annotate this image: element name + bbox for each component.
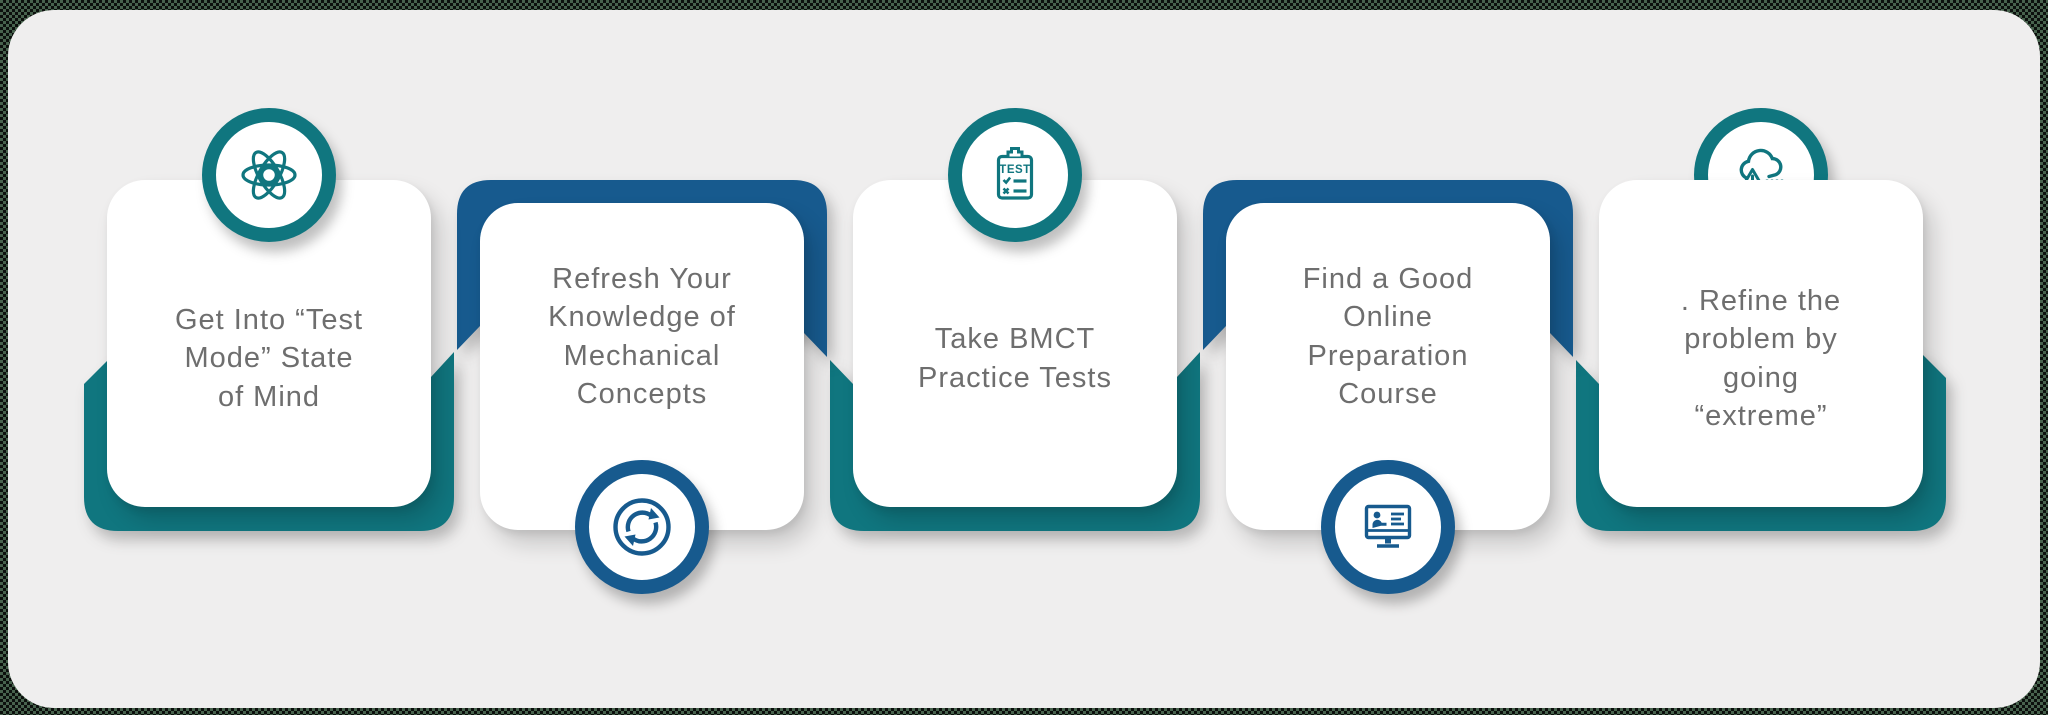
step-3-icon-badge: TEST — [948, 108, 1082, 242]
step-2-label: Refresh Your Knowledge of Mechanical Con… — [548, 262, 736, 411]
step-3-label: Take BMCT Practice Tests — [918, 323, 1112, 394]
step-5: . Refine the problem by going “extreme” — [1599, 0, 1923, 715]
step-4-label: Find a Good Online Preparation Course — [1302, 262, 1474, 411]
step-1-icon-badge — [202, 108, 336, 242]
step-4: Find a Good Online Preparation Course — [1226, 0, 1550, 715]
step-1: Get Into “Test Mode” State of Mind — [107, 0, 431, 715]
step-2-icon-badge — [575, 460, 709, 594]
test-clipboard-icon: TEST — [996, 147, 1034, 200]
step-4-icon-badge — [1321, 460, 1455, 594]
refresh-icon — [613, 498, 671, 556]
step-5-card: . Refine the problem by going “extreme” — [1599, 180, 1923, 507]
presentation-screen-icon — [1364, 504, 1412, 548]
step-1-label: Get Into “Test Mode” State of Mind — [174, 303, 364, 413]
atom-icon — [241, 150, 297, 200]
svg-text:TEST: TEST — [999, 164, 1030, 176]
step-5-label: . Refine the problem by going “extreme” — [1680, 284, 1842, 433]
step-2: Refresh Your Knowledge of Mechanical Con… — [480, 0, 804, 715]
step-3: Take BMCT Practice Tests TEST — [853, 0, 1177, 715]
